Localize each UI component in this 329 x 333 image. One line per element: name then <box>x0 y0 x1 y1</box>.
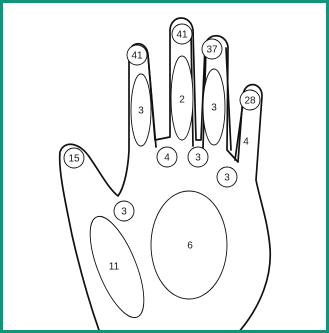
ring-proximal-label: 3 <box>211 103 217 114</box>
middle-proximal-label: 2 <box>179 95 185 106</box>
little-proximal-label: 4 <box>243 137 249 148</box>
index-tip-label: 41 <box>131 51 143 62</box>
little-tip-label: 28 <box>244 96 256 107</box>
little-base-label: 3 <box>224 173 230 184</box>
ring-tip-label: 37 <box>206 45 218 56</box>
thumb-base-label: 3 <box>121 207 127 218</box>
thenar-label: 11 <box>109 262 120 273</box>
middle-base-label: 3 <box>195 153 201 164</box>
thumb-tip-label: 15 <box>68 154 80 165</box>
index-base-label: 4 <box>164 153 170 164</box>
palm-center-label: 6 <box>187 241 193 252</box>
middle-tip-label: 41 <box>176 30 188 41</box>
index-proximal-label: 3 <box>138 106 144 117</box>
hand-diagram: 41 41 37 28 15 3 2 3 4 4 3 3 3 6 11 <box>3 3 326 330</box>
